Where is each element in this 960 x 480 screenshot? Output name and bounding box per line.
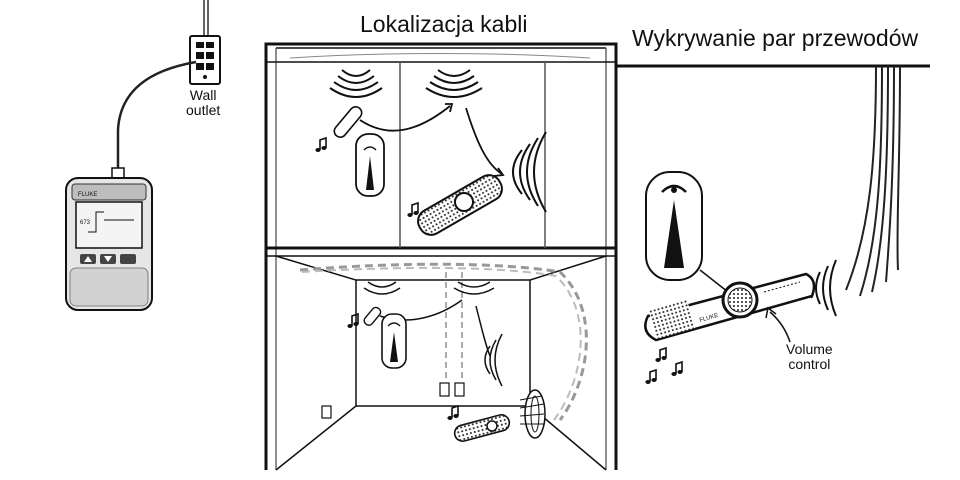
wall-jacks-lower xyxy=(321,382,465,419)
music-note-icon xyxy=(314,137,460,421)
device-screen xyxy=(75,201,143,249)
label-volume-control-line2: control xyxy=(788,356,831,373)
probe-brand: FLUKE xyxy=(699,313,719,324)
music-note-icon xyxy=(644,347,684,385)
cable-bundle-floor xyxy=(519,389,546,439)
label-volume-control-line1: Volume xyxy=(786,341,833,357)
label-wall-outlet-line2: outlet xyxy=(186,102,221,119)
signal-waves xyxy=(329,69,547,387)
device-brand: FLUKE xyxy=(78,192,97,198)
cable-tester-device: FLUKE 673 xyxy=(65,177,153,311)
wire-bundle xyxy=(845,65,901,297)
device-readout: 673 xyxy=(80,220,91,226)
probe-tone-indicator xyxy=(355,133,407,369)
volume-control-arrow xyxy=(765,306,791,343)
tone-indicator-large xyxy=(645,171,729,293)
label-volume-control: Volume control xyxy=(786,341,833,373)
label-wall-outlet-line1: Wall xyxy=(189,87,217,103)
tone-probe-large: FLUKE xyxy=(644,272,816,342)
building-cross-section xyxy=(264,42,618,471)
title-cable-location: Lokalizacja kabli xyxy=(360,11,528,37)
patch-cable xyxy=(116,60,197,170)
wall-outlet xyxy=(189,0,221,85)
tone-probe-upper xyxy=(333,106,503,236)
label-wall-outlet: Wall outlet xyxy=(186,87,221,119)
probe-path-arrows xyxy=(359,103,505,357)
tone-probe-lower xyxy=(363,306,511,442)
title-wire-pair-detection: Wykrywanie par przewodów xyxy=(632,25,919,51)
